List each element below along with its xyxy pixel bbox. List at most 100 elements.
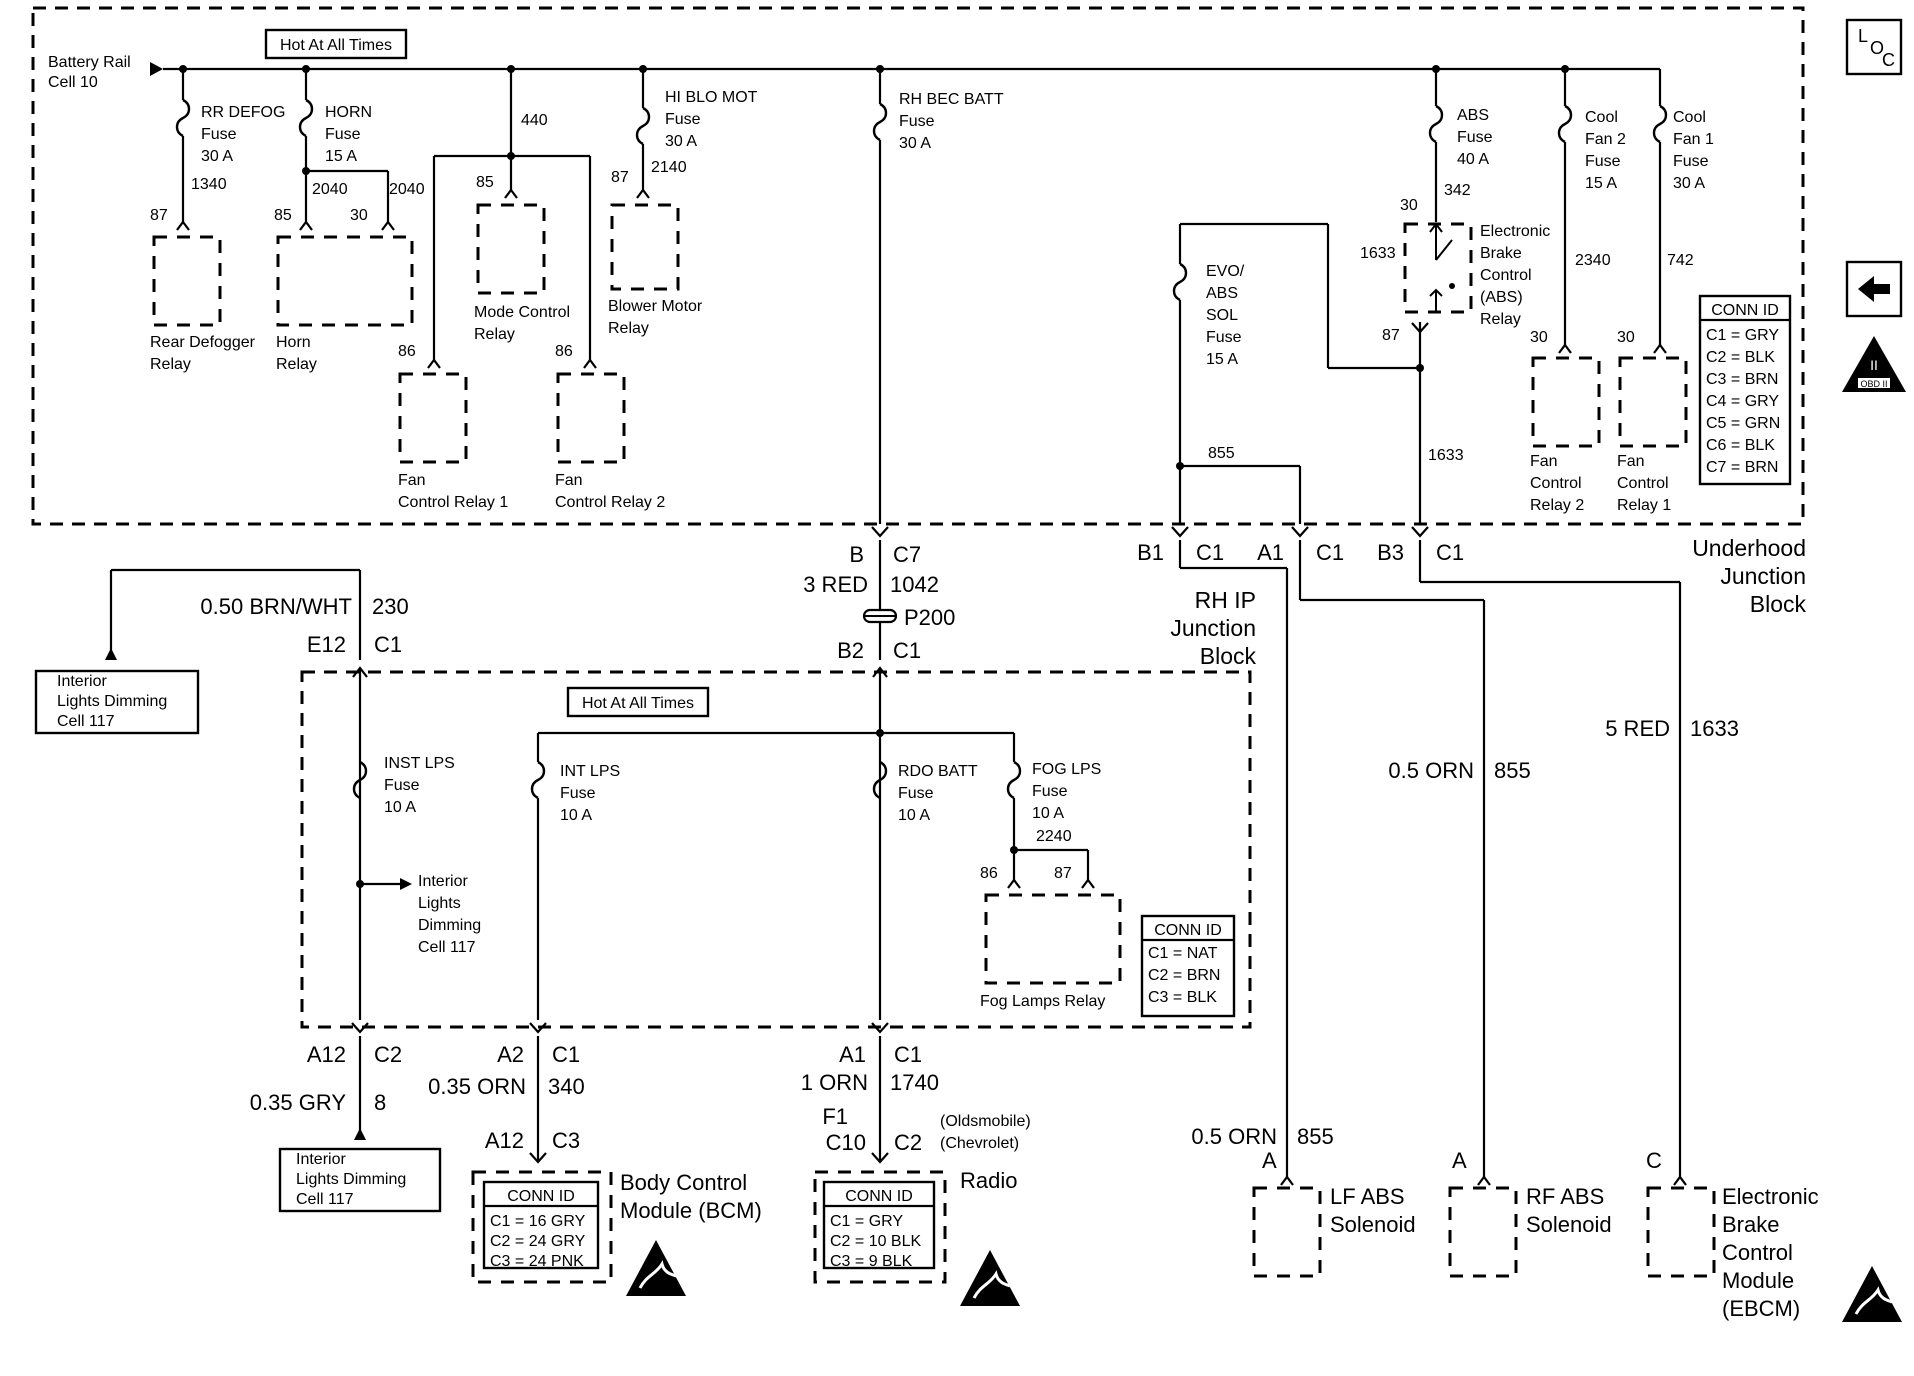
- svg-text:30 A: 30 A: [201, 148, 233, 165]
- svg-text:10 A: 10 A: [560, 807, 592, 824]
- chevrolet-label: (Chevrolet): [940, 1135, 1019, 1152]
- circuit-342: 342: [1444, 182, 1471, 199]
- svg-text:C3 = BLK: C3 = BLK: [1148, 989, 1217, 1006]
- obd-ii-icon[interactable]: OBD II II: [1842, 336, 1906, 392]
- svg-text:Relay 1: Relay 1: [1617, 497, 1671, 514]
- svg-text:RR DEFOG: RR DEFOG: [201, 104, 285, 121]
- rear-defogger-relay: [152, 235, 222, 327]
- ebc-abs-relay: [1403, 222, 1473, 314]
- pin-a-rf: A: [1452, 1148, 1467, 1173]
- connector-a1-c1: C1: [1316, 540, 1344, 565]
- evo-abs-sol-fuse-icon: [1172, 262, 1188, 302]
- esd-warning-icon-ebcm: [1842, 1266, 1902, 1322]
- p200-label: P200: [904, 605, 955, 630]
- svg-text:Fan 1: Fan 1: [1673, 131, 1714, 148]
- conn-id-underhood: CONN ID C1 = GRY C2 = BLK C3 = BRN C4 = …: [1706, 302, 1780, 476]
- connector-a1: A1: [1257, 540, 1284, 565]
- int-dim-bot-box: [278, 1147, 442, 1213]
- lf-abs-solenoid-label: LF ABS: [1330, 1184, 1405, 1209]
- rh-bec-fuse-label: RH BEC BATT Fuse 30 A: [899, 91, 1004, 152]
- fan-control-relay-2-right-label: Fan Control Relay 2: [1530, 453, 1584, 514]
- fan-relay1-pin-30: [1652, 343, 1668, 355]
- mode-control-relay-label: Mode Control: [474, 304, 570, 321]
- mode-relay-pin-85: [503, 188, 519, 200]
- svg-text:30 A: 30 A: [1673, 175, 1705, 192]
- svg-text:Block: Block: [1750, 591, 1807, 617]
- svg-text:Electronic: Electronic: [1480, 223, 1550, 240]
- svg-text:C2 = 24 GRY: C2 = 24 GRY: [490, 1233, 586, 1250]
- connector-a12-bcm: A12: [485, 1128, 524, 1153]
- radio-module: [813, 1170, 947, 1284]
- svg-text:Fuse: Fuse: [1206, 329, 1242, 346]
- svg-text:EVO/: EVO/: [1206, 263, 1245, 280]
- ebc-relay-label: Electronic Brake Control (ABS) Relay: [1480, 223, 1550, 328]
- interior-lights-dimming-mid: Interior Lights Dimming Cell 117: [418, 873, 481, 956]
- battery-rail-label: Battery Rail: [48, 54, 131, 71]
- circuit-2040-a: 2040: [312, 181, 348, 198]
- rr-defog-fuse-label: RR DEFOG Fuse 30 A: [201, 104, 285, 165]
- connector-a1-c1-y: [1290, 525, 1310, 538]
- wire-5red: 5 RED: [1605, 716, 1670, 741]
- connector-c3-bcm: C3: [552, 1128, 580, 1153]
- circuit-2240: 2240: [1036, 828, 1072, 845]
- fan-control-relay-1-right-label: Fan Control Relay 1: [1617, 453, 1671, 514]
- wire-1orn: 1 ORN: [801, 1070, 868, 1095]
- fog-relay-pin-87: [1080, 878, 1096, 890]
- svg-text:Interior: Interior: [296, 1151, 346, 1168]
- svg-text:Cell 117: Cell 117: [296, 1191, 354, 1208]
- loc-icon[interactable]: L O C: [1845, 18, 1903, 76]
- svg-text:Junction: Junction: [1170, 615, 1256, 641]
- conn-id-ip-box: [1140, 914, 1236, 1018]
- svg-text:Fuse: Fuse: [1032, 783, 1068, 800]
- svg-text:SOL: SOL: [1206, 307, 1238, 324]
- horn-relay-pin-85: [298, 220, 314, 232]
- circuit-1340: 1340: [191, 176, 227, 193]
- mode-control-relay-label-2: Relay: [474, 326, 515, 343]
- lf-abs-solenoid: [1252, 1186, 1322, 1278]
- rf-abs-solenoid-label-2: Solenoid: [1526, 1212, 1612, 1237]
- connector-a2: A2: [497, 1042, 524, 1067]
- connector-b3-c1: C1: [1436, 540, 1464, 565]
- svg-text:C2 = BRN: C2 = BRN: [1148, 967, 1220, 984]
- connector-e12: E12: [307, 632, 346, 657]
- wire-brnwht: 0.50 BRN/WHT: [200, 594, 352, 619]
- connector-b1: B1: [1137, 540, 1164, 565]
- terminal-87: 87: [150, 207, 168, 224]
- svg-text:C3 = 24 PNK: C3 = 24 PNK: [490, 1253, 584, 1270]
- back-arrow-icon[interactable]: [1845, 260, 1903, 318]
- svg-text:(ABS): (ABS): [1480, 289, 1523, 306]
- rf-abs-solenoid: [1448, 1186, 1518, 1278]
- bcm-label-2: Module (BCM): [620, 1198, 762, 1223]
- svg-text:C1 = NAT: C1 = NAT: [1148, 945, 1218, 962]
- svg-text:II: II: [1870, 357, 1878, 373]
- svg-text:15 A: 15 A: [325, 148, 357, 165]
- fan-control-relay-1-right: [1618, 356, 1688, 448]
- circuit-1633-relay: 1633: [1360, 245, 1396, 262]
- circuit-440: 440: [521, 112, 548, 129]
- hot-at-all-times-top-box: [264, 28, 408, 60]
- mode-control-relay: [476, 203, 546, 295]
- svg-text:Underhood: Underhood: [1692, 535, 1806, 561]
- rh-ip-junction-block-label: RH IP Junction Block: [1170, 587, 1256, 669]
- blower-motor-relay: [610, 203, 680, 291]
- svg-text:Cool: Cool: [1673, 109, 1706, 126]
- svg-text:INST LPS: INST LPS: [384, 755, 455, 772]
- svg-text:Relay: Relay: [1480, 311, 1521, 328]
- connector-a12: A12: [307, 1042, 346, 1067]
- inst-lps-fuse-label: INST LPS Fuse 10 A: [384, 755, 455, 816]
- pin-a-lf: A: [1262, 1148, 1277, 1173]
- fog-lps-fuse-label: FOG LPS Fuse 10 A: [1032, 761, 1101, 822]
- svg-text:CONN ID: CONN ID: [1711, 302, 1779, 319]
- svg-text:C6 = BLK: C6 = BLK: [1706, 437, 1775, 454]
- conn-id-bcm-box: [482, 1180, 600, 1270]
- svg-text:Module: Module: [1722, 1268, 1794, 1293]
- svg-text:(EBCM): (EBCM): [1722, 1296, 1800, 1321]
- fog-lps-fuse-icon: [1006, 760, 1022, 800]
- battery-rail-arrow: [150, 62, 163, 76]
- svg-text:Fuse: Fuse: [1457, 129, 1493, 146]
- rf-abs-pin: [1476, 1175, 1492, 1187]
- rr-defog-relay-pin-87: [175, 220, 191, 232]
- svg-text:30 A: 30 A: [899, 135, 931, 152]
- svg-text:Control: Control: [1530, 475, 1582, 492]
